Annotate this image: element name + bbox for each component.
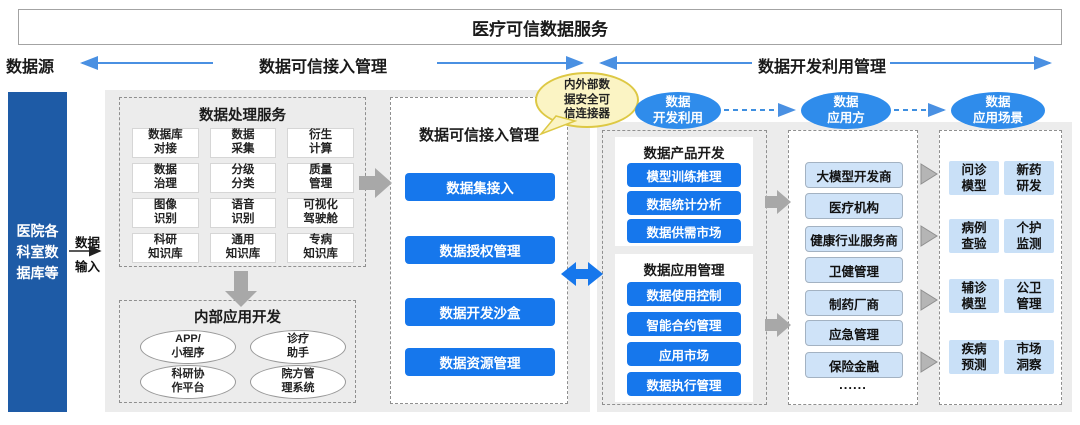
secure-connector-bubble: 内外部数 据安全可 信连接器 (535, 72, 639, 128)
processing-item: 专病 知识库 (287, 233, 354, 263)
processing-item: 可视化 驾驶舱 (287, 198, 354, 228)
section-label-data-source: 数据源 (6, 59, 55, 76)
processing-item: 衍生 计算 (287, 128, 354, 158)
processing-item: 质量 管理 (287, 163, 354, 193)
stage-data-consumers: 数据 应用方 (801, 92, 891, 129)
scenario-node: 疾病 预测 (949, 340, 999, 374)
internal-app-node: 诊疗 助手 (250, 330, 346, 364)
internal-app-node: 科研协 作平台 (140, 365, 236, 399)
internal-app-node: 院方管 理系统 (250, 365, 346, 399)
data-processing-title: 数据处理服务 (199, 108, 286, 124)
smart-contract-button: 智能合约管理 (627, 312, 741, 336)
consumer-node: 应急管理 (805, 320, 903, 346)
product-dev-title: 数据产品开发 (643, 146, 725, 161)
consumers-ellipsis: ...... (839, 377, 867, 392)
section-label-dev-mgmt: 数据开发利用管理 (757, 59, 886, 76)
data-usage-control-button: 数据使用控制 (627, 282, 741, 306)
scenario-node: 辅诊 模型 (949, 279, 999, 313)
data-resource-mgmt-button: 数据资源管理 (405, 348, 555, 376)
processing-item: 数据库 对接 (132, 128, 199, 158)
data-execution-button: 数据执行管理 (627, 372, 741, 396)
consumer-node: 制药厂商 (805, 290, 903, 316)
scenario-node: 公卫 管理 (1004, 279, 1054, 313)
stage-application-scenarios: 数据 应用场景 (951, 92, 1045, 129)
data-input-label-top: 数据 (75, 236, 101, 250)
app-mgmt-title: 数据应用管理 (643, 263, 725, 278)
consumer-node: 医疗机构 (805, 193, 903, 219)
consumer-node: 大模型开发商 (805, 162, 903, 188)
app-market-button: 应用市场 (627, 342, 741, 366)
scenario-node: 个护 监测 (1004, 219, 1054, 253)
product-dev-card: 数据产品开发 模型训练推理 数据统计分析 数据供需市场 (615, 137, 753, 246)
model-training-button: 模型训练推理 (627, 163, 741, 187)
trusted-access-title: 数据可信接入管理 (418, 127, 539, 144)
app-mgmt-card: 数据应用管理 数据使用控制 智能合约管理 应用市场 数据执行管理 (615, 254, 753, 402)
trusted-access-panel: 数据可信接入管理 数据集接入 数据授权管理 数据开发沙盒 数据资源管理 (390, 97, 568, 404)
consumer-node: 卫健管理 (805, 257, 903, 283)
dev-sandbox-button: 数据开发沙盒 (405, 298, 555, 326)
data-processing-grid: 数据库 对接 数据 采集 衍生 计算 数据 治理 分级 分类 质量 管理 图像 … (132, 128, 354, 263)
data-statistics-button: 数据统计分析 (627, 191, 741, 215)
app-scenarios-box: 问诊 模型 新药 研发 病例 查验 个护 监测 辅诊 模型 公卫 管理 疾病 预… (939, 130, 1062, 405)
processing-item: 通用 知识库 (209, 233, 277, 263)
scenario-node: 问诊 模型 (949, 161, 999, 195)
hospital-database-bar: 医院各 科室数 据库等 (8, 92, 67, 412)
data-input-label-bottom: 输入 (75, 260, 101, 274)
internal-apps-title: 内部应用开发 (194, 310, 281, 326)
processing-item: 分级 分类 (209, 163, 277, 193)
stage-data-dev-use: 数据 开发利用 (635, 92, 721, 129)
dataset-access-button: 数据集接入 (405, 173, 555, 201)
consumer-node: 健康行业服务商 (805, 226, 903, 252)
internal-apps-box: 内部应用开发 APP/ 小程序 诊疗 助手 科研协 作平台 院方管 理系统 (119, 300, 356, 403)
data-authorization-button: 数据授权管理 (405, 236, 555, 264)
scenario-node: 新药 研发 (1004, 161, 1054, 195)
consumer-node: 保险金融 (805, 352, 903, 378)
internal-app-node: APP/ 小程序 (140, 330, 236, 364)
diagram-title: 医疗可信数据服务 (18, 9, 1062, 45)
processing-item: 语音 识别 (209, 198, 277, 228)
data-consumers-box: 大模型开发商 医疗机构 健康行业服务商 卫健管理 制药厂商 应急管理 保险金融 … (788, 130, 918, 405)
data-market-button: 数据供需市场 (627, 219, 741, 243)
processing-item: 数据 采集 (209, 128, 277, 158)
scenario-node: 市场 洞察 (1004, 340, 1054, 374)
data-processing-box: 数据处理服务 数据库 对接 数据 采集 衍生 计算 数据 治理 分级 分类 质量… (119, 97, 366, 267)
scenario-node: 病例 查验 (949, 219, 999, 253)
processing-item: 数据 治理 (132, 163, 199, 193)
section-label-access-mgmt: 数据可信接入管理 (258, 59, 387, 76)
processing-item: 科研 知识库 (132, 233, 199, 263)
processing-item: 图像 识别 (132, 198, 199, 228)
